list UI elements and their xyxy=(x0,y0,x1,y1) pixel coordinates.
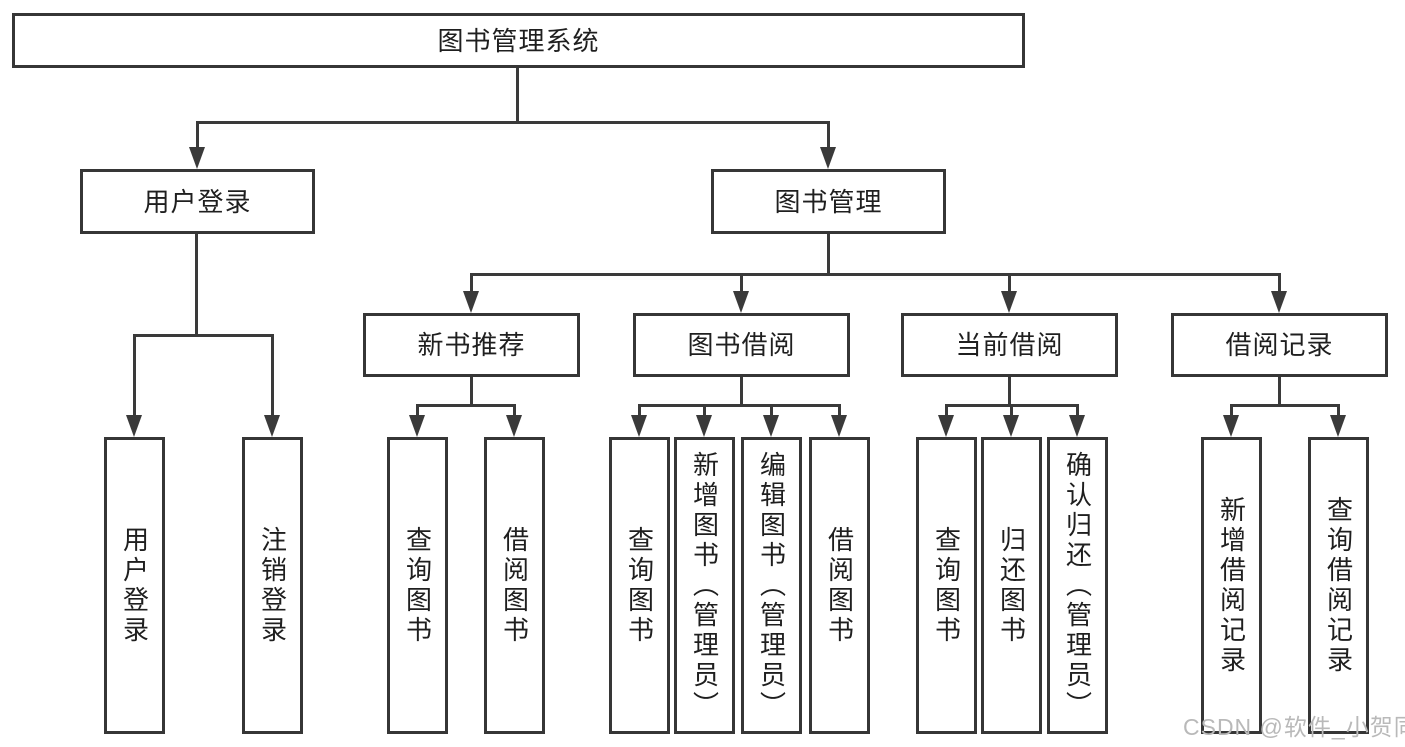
connector-book-borrow-stem xyxy=(740,377,743,404)
connector-leg-login-leaf xyxy=(133,334,136,416)
connector-user-login-stem xyxy=(195,234,198,334)
connector-leg-book-mgmt xyxy=(827,121,830,149)
leaf-borrow-books-recommend: 借阅图书 xyxy=(484,437,545,734)
leaf-label: 借阅图书 xyxy=(499,525,530,646)
connector-leg xyxy=(945,404,948,417)
connector-borrow-record-stem xyxy=(1278,377,1281,404)
node-new-book-recommend: 新书推荐 xyxy=(363,313,580,377)
leaf-label: 用户登录 xyxy=(119,525,150,646)
connector-leg xyxy=(416,404,419,417)
csdn-watermark: CSDN @软件_小贺同学 xyxy=(1183,714,1405,740)
connector-root-crossbar xyxy=(196,121,830,124)
leaf-logout: 注销登录 xyxy=(242,437,303,734)
connector-borrow-record-crossbar xyxy=(1230,404,1340,407)
node-current-borrowing: 当前借阅 xyxy=(901,313,1118,377)
arrow-to-leaf xyxy=(1069,415,1085,437)
connector-leg xyxy=(1076,404,1079,417)
leaf-query-books-recommend: 查询图书 xyxy=(387,437,448,734)
leaf-label: 编辑图书（管理员） xyxy=(756,450,787,721)
arrow-to-leaf xyxy=(696,415,712,437)
leaf-label: 查询图书 xyxy=(931,525,962,646)
arrow-to-user-login xyxy=(189,147,205,169)
arrow-to-leaf xyxy=(1223,415,1239,437)
leaf-user-login: 用户登录 xyxy=(104,437,165,734)
leaf-label: 查询借阅记录 xyxy=(1323,495,1354,676)
connector-leg xyxy=(1337,404,1340,417)
leaf-confirm-return-admin: 确认归还（管理员） xyxy=(1047,437,1108,734)
connector-leg xyxy=(838,404,841,417)
arrow-to-borrow-record xyxy=(1271,291,1287,313)
arrow-to-leaf xyxy=(409,415,425,437)
arrow-to-leaf xyxy=(1330,415,1346,437)
node-root-label: 图书管理系统 xyxy=(437,25,600,56)
leaf-add-books-admin: 新增图书（管理员） xyxy=(674,437,735,734)
connector-leg-new-book xyxy=(470,273,473,293)
node-user-login-branch: 用户登录 xyxy=(80,169,315,234)
connector-new-book-stem xyxy=(470,377,473,404)
node-current-borrowing-label: 当前借阅 xyxy=(955,330,1064,360)
node-new-book-recommend-label: 新书推荐 xyxy=(417,330,526,360)
connector-leg xyxy=(513,404,516,417)
connector-leg-current-borrow xyxy=(1008,273,1011,293)
connector-leg xyxy=(638,404,641,417)
leaf-label: 新增借阅记录 xyxy=(1216,495,1247,676)
arrow-to-leaf xyxy=(631,415,647,437)
node-book-borrowing: 图书借阅 xyxy=(633,313,850,377)
arrow-to-leaf xyxy=(763,415,779,437)
leaf-query-books-borrowing: 查询图书 xyxy=(609,437,670,734)
node-user-login-label: 用户登录 xyxy=(143,186,252,217)
leaf-label: 借阅图书 xyxy=(824,525,855,646)
leaf-add-borrow-record: 新增借阅记录 xyxy=(1201,437,1262,734)
node-book-management-label: 图书管理 xyxy=(774,186,883,217)
connector-leg-logout-leaf xyxy=(271,334,274,416)
leaf-label: 新增图书（管理员） xyxy=(689,450,720,721)
leaf-label: 查询图书 xyxy=(624,525,655,646)
arrow-to-leaf xyxy=(506,415,522,437)
arrow-to-logout-leaf xyxy=(264,415,280,437)
leaf-label: 注销登录 xyxy=(257,525,288,646)
connector-book-borrow-crossbar xyxy=(638,404,841,407)
connector-book-mgmt-stem xyxy=(827,234,830,273)
connector-leg-user-login xyxy=(196,121,199,149)
arrow-to-leaf xyxy=(1003,415,1019,437)
connector-leg-borrow-record xyxy=(1278,273,1281,293)
arrow-to-login-leaf xyxy=(126,415,142,437)
leaf-label: 确认归还（管理员） xyxy=(1062,450,1093,721)
leaf-label: 归还图书 xyxy=(996,525,1027,646)
node-book-management-branch: 图书管理 xyxy=(711,169,946,234)
connector-current-borrow-stem xyxy=(1008,377,1011,404)
node-borrowing-records: 借阅记录 xyxy=(1171,313,1388,377)
node-book-borrowing-label: 图书借阅 xyxy=(687,330,796,360)
leaf-return-books: 归还图书 xyxy=(981,437,1042,734)
connector-leg-book-borrow xyxy=(740,273,743,293)
connector-leg xyxy=(770,404,773,417)
connector-user-login-crossbar xyxy=(133,334,274,337)
arrow-to-leaf xyxy=(938,415,954,437)
connector-book-mgmt-crossbar xyxy=(470,273,1281,276)
connector-leg xyxy=(1010,404,1013,417)
leaf-label: 查询图书 xyxy=(402,525,433,646)
leaf-edit-books-admin: 编辑图书（管理员） xyxy=(741,437,802,734)
node-root-system: 图书管理系统 xyxy=(12,13,1025,68)
arrow-to-book-borrow xyxy=(733,291,749,313)
leaf-borrow-books-borrowing: 借阅图书 xyxy=(809,437,870,734)
leaf-query-books-current: 查询图书 xyxy=(916,437,977,734)
leaf-query-borrow-record: 查询借阅记录 xyxy=(1308,437,1369,734)
arrow-to-new-book xyxy=(463,291,479,313)
arrow-to-book-mgmt xyxy=(820,147,836,169)
node-borrowing-records-label: 借阅记录 xyxy=(1225,330,1334,360)
connector-root-stem xyxy=(516,68,519,121)
arrow-to-current-borrow xyxy=(1001,291,1017,313)
connector-new-book-crossbar xyxy=(416,404,516,407)
arrow-to-leaf xyxy=(831,415,847,437)
connector-leg xyxy=(703,404,706,417)
connector-leg xyxy=(1230,404,1233,417)
